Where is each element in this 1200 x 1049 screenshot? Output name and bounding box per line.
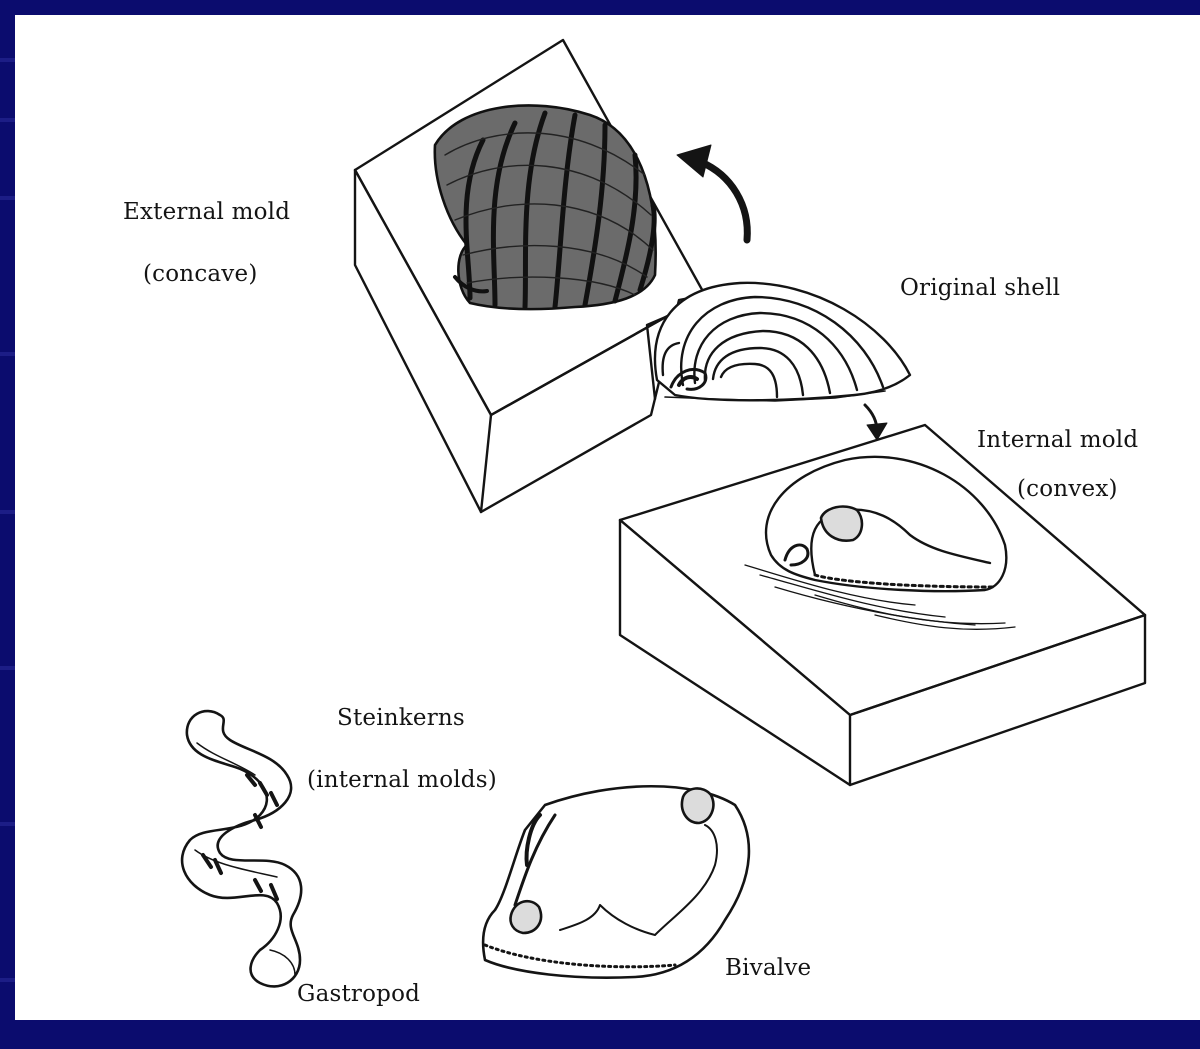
frame-stripe <box>0 352 15 356</box>
label-bivalve: Bivalve <box>725 955 811 981</box>
frame-stripe <box>0 118 15 122</box>
frame-stripe <box>0 822 15 826</box>
fossil-mold-diagram <box>15 15 1200 1020</box>
frame-stripe <box>0 196 15 200</box>
label-gastropod: Gastropod <box>297 981 420 1007</box>
label-external-mold-note: (concave) <box>143 261 258 287</box>
label-steinkerns: Steinkerns <box>337 705 465 731</box>
frame-stripe <box>0 510 15 514</box>
label-external-mold: External mold <box>123 199 290 225</box>
label-internal-mold: Internal mold <box>977 427 1138 453</box>
arrow-down <box>865 405 887 440</box>
label-steinkerns-note: (internal molds) <box>307 767 497 793</box>
label-internal-mold-note: (convex) <box>1017 476 1118 502</box>
external-mold-impression <box>435 105 656 309</box>
frame-stripe <box>0 978 15 982</box>
diagram-panel: External mold (concave) Original shell I… <box>15 15 1200 1020</box>
bivalve-steinkern <box>483 786 749 977</box>
frame-stripe <box>0 666 15 670</box>
label-original-shell: Original shell <box>900 275 1060 301</box>
original-shell <box>655 283 910 401</box>
curved-arrow-up <box>677 145 747 240</box>
gastropod-steinkern <box>182 711 301 986</box>
frame-stripe <box>0 58 15 62</box>
